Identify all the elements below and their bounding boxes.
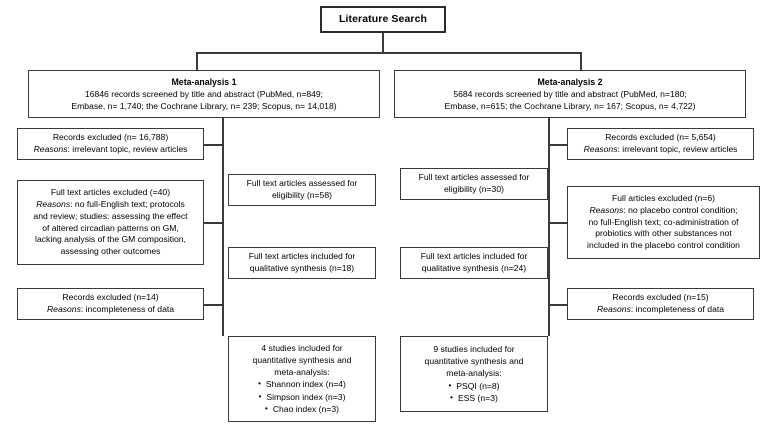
left-fulltext-excluded-line-3: and review; studies: assessing the effec… — [33, 210, 188, 221]
right-fulltext-excluded-line-4: probiotics with other substances not — [595, 228, 732, 239]
right-qualitative-line-2: qualitative synthesis (n=24) — [421, 263, 527, 273]
literature-search-box: Literature Search — [320, 6, 446, 33]
right-quantitative-box: 9 studies included for quantitative synt… — [400, 336, 548, 412]
meta-analysis-2-header: Meta-analysis 2 — [537, 76, 603, 87]
right-records-excluded-screening-box: Records excluded (n= 5,654) Reasons: irr… — [567, 128, 754, 160]
left-records-excluded-screening-box: Records excluded (n= 16,788) Reasons: ir… — [17, 128, 204, 160]
reasons-label: Reasons — [596, 304, 631, 314]
left-quantitative-bullet-list: •Shannon index (n=4)•Simpson index (n=3)… — [258, 378, 346, 415]
bullet-item: • PSQI (n=8) — [448, 380, 499, 392]
connector-split-bar — [196, 52, 581, 54]
reasons-text: : irrelevant topic, review articles — [67, 144, 188, 154]
reasons-text: : no full-English text; protocols — [70, 198, 185, 209]
right-eligibility-box: Full text articles assessed for eligibil… — [400, 168, 548, 200]
meta-analysis-1-header: Meta-analysis 1 — [171, 76, 237, 87]
right-quantitative-line-3: meta-analysis: — [446, 367, 502, 378]
connector-right-stub-fulltext — [548, 222, 567, 224]
connector-right-spine — [548, 118, 550, 336]
reasons-label: Reasons — [36, 198, 71, 209]
right-fulltext-excluded-line-5: included in the placebo control conditio… — [587, 240, 740, 251]
bullet-dot-icon: • — [448, 380, 452, 390]
connector-drop-left — [196, 52, 198, 70]
reasons-label: Reasons — [46, 304, 81, 314]
bullet-label: Chao index (n=3) — [272, 403, 339, 414]
meta-analysis-1-box: Meta-analysis 1 16846 records screened b… — [28, 70, 380, 118]
meta-analysis-2-line-1: 5684 records screened by title and abstr… — [453, 88, 687, 99]
right-records-excluded-quant-reasons: Reasons: incompleteness of data — [597, 304, 724, 316]
right-records-excluded-screening-count: Records excluded (n= 5,654) — [605, 132, 716, 143]
left-records-excluded-quant-reasons: Reasons: incompleteness of data — [47, 304, 174, 316]
bullet-item: • Simpson index (n=3) — [258, 391, 346, 403]
connector-drop-right — [580, 52, 582, 70]
meta-analysis-1-line-2: Embase, n= 1,740; the Cochrane Library, … — [71, 100, 337, 111]
bullet-label: ESS (n=3) — [457, 392, 498, 403]
bullet-dot-icon: • — [450, 392, 453, 402]
right-quantitative-bullet-list: •PSQI (n=8)•ESS (n=3) — [448, 380, 499, 404]
left-fulltext-excluded-line-5: lacking analysis of the GM composition, — [35, 234, 186, 245]
left-quantitative-line-1: 4 studies included for — [261, 342, 343, 353]
connector-right-stub-screening — [548, 144, 567, 146]
connector-left-stub-screening — [204, 144, 223, 146]
bullet-label: Simpson index (n=3) — [266, 391, 346, 402]
bullet-label: Shannon index (n=4) — [265, 379, 346, 390]
left-eligibility-box: Full text articles assessed for eligibil… — [228, 174, 376, 206]
left-records-excluded-screening-count: Records excluded (n= 16,788) — [52, 132, 169, 143]
bullet-label: PSQI (n=8) — [456, 380, 500, 391]
right-fulltext-excluded-reasons: Reasons: no placebo control condition; — [589, 205, 737, 217]
left-quantitative-line-2: quantitative synthesis and — [252, 354, 352, 365]
left-fulltext-excluded-reasons: Reasons: no full-English text; protocols — [36, 199, 185, 211]
left-fulltext-excluded-count: Full text articles excluded (=40) — [50, 186, 171, 197]
left-records-excluded-screening-reasons: Reasons: irrelevant topic, review articl… — [34, 144, 188, 156]
right-eligibility-line-2: eligibility (n=30) — [444, 184, 504, 194]
bullet-dot-icon: • — [265, 403, 268, 413]
right-records-excluded-quant-count: Records excluded (n=15) — [612, 292, 709, 303]
reasons-text: : incompleteness of data — [80, 304, 175, 314]
meta-analysis-2-line-2: Embase, n=615; the Cochrane Library, n= … — [444, 100, 696, 111]
connector-left-stub-fulltext — [204, 222, 223, 224]
left-fulltext-excluded-box: Full text articles excluded (=40) Reason… — [17, 180, 204, 265]
left-qualitative-line-2: qualitative synthesis (n=18) — [249, 263, 355, 273]
connector-left-spine — [222, 118, 224, 336]
left-records-excluded-quant-box: Records excluded (n=14) Reasons: incompl… — [17, 288, 204, 320]
bullet-item: • ESS (n=3) — [448, 392, 499, 404]
right-qualitative-line-1: Full text articles included for — [420, 251, 528, 262]
connector-right-stub-quant — [548, 304, 567, 306]
reasons-label: Reasons — [583, 144, 618, 154]
bullet-item: • Chao index (n=3) — [258, 403, 346, 415]
right-eligibility-line-1: Full text articles assessed for — [418, 172, 530, 183]
literature-search-label: Literature Search — [338, 13, 428, 26]
right-fulltext-excluded-count: Full articles excluded (n=6) — [612, 192, 715, 203]
left-quantitative-line-3: meta-analysis: — [274, 366, 330, 377]
right-records-excluded-quant-box: Records excluded (n=15) Reasons: incompl… — [567, 288, 754, 320]
connector-top-stem — [382, 33, 384, 53]
bullet-dot-icon: • — [258, 379, 261, 389]
meta-analysis-2-box: Meta-analysis 2 5684 records screened by… — [394, 70, 746, 118]
left-eligibility-line-2: eligibility (n=58) — [272, 190, 332, 200]
left-qualitative-line-1: Full text articles included for — [248, 251, 356, 262]
left-fulltext-excluded-line-6: assessing other outcomes — [60, 246, 161, 257]
right-quantitative-line-1: 9 studies included for — [433, 344, 515, 354]
reasons-text: : no placebo control condition; — [623, 204, 738, 215]
reasons-text: : incompleteness of data — [630, 304, 725, 314]
left-fulltext-excluded-line-4: of altered circadian patterns on GM, — [42, 222, 179, 233]
left-qualitative-box: Full text articles included for qualitat… — [228, 247, 376, 279]
bullet-dot-icon: • — [258, 391, 262, 401]
left-quantitative-box: 4 studies included for quantitative synt… — [228, 336, 376, 422]
right-fulltext-excluded-box: Full articles excluded (n=6) Reasons: no… — [567, 186, 760, 259]
left-records-excluded-quant-count: Records excluded (n=14) — [62, 292, 159, 303]
bullet-item: • Shannon index (n=4) — [258, 378, 346, 390]
left-eligibility-line-1: Full text articles assessed for — [246, 178, 358, 189]
reasons-label: Reasons — [589, 204, 624, 215]
right-records-excluded-screening-reasons: Reasons: irrelevant topic, review articl… — [584, 144, 738, 156]
right-quantitative-line-2: quantitative synthesis and — [424, 355, 524, 366]
right-fulltext-excluded-line-3: no full-English text; co-administration … — [588, 216, 739, 227]
connector-left-stub-quant — [204, 304, 223, 306]
meta-analysis-1-line-1: 16846 records screened by title and abst… — [84, 88, 324, 99]
reasons-label: Reasons — [33, 144, 68, 154]
reasons-text: : irrelevant topic, review articles — [617, 144, 738, 154]
right-qualitative-box: Full text articles included for qualitat… — [400, 247, 548, 279]
